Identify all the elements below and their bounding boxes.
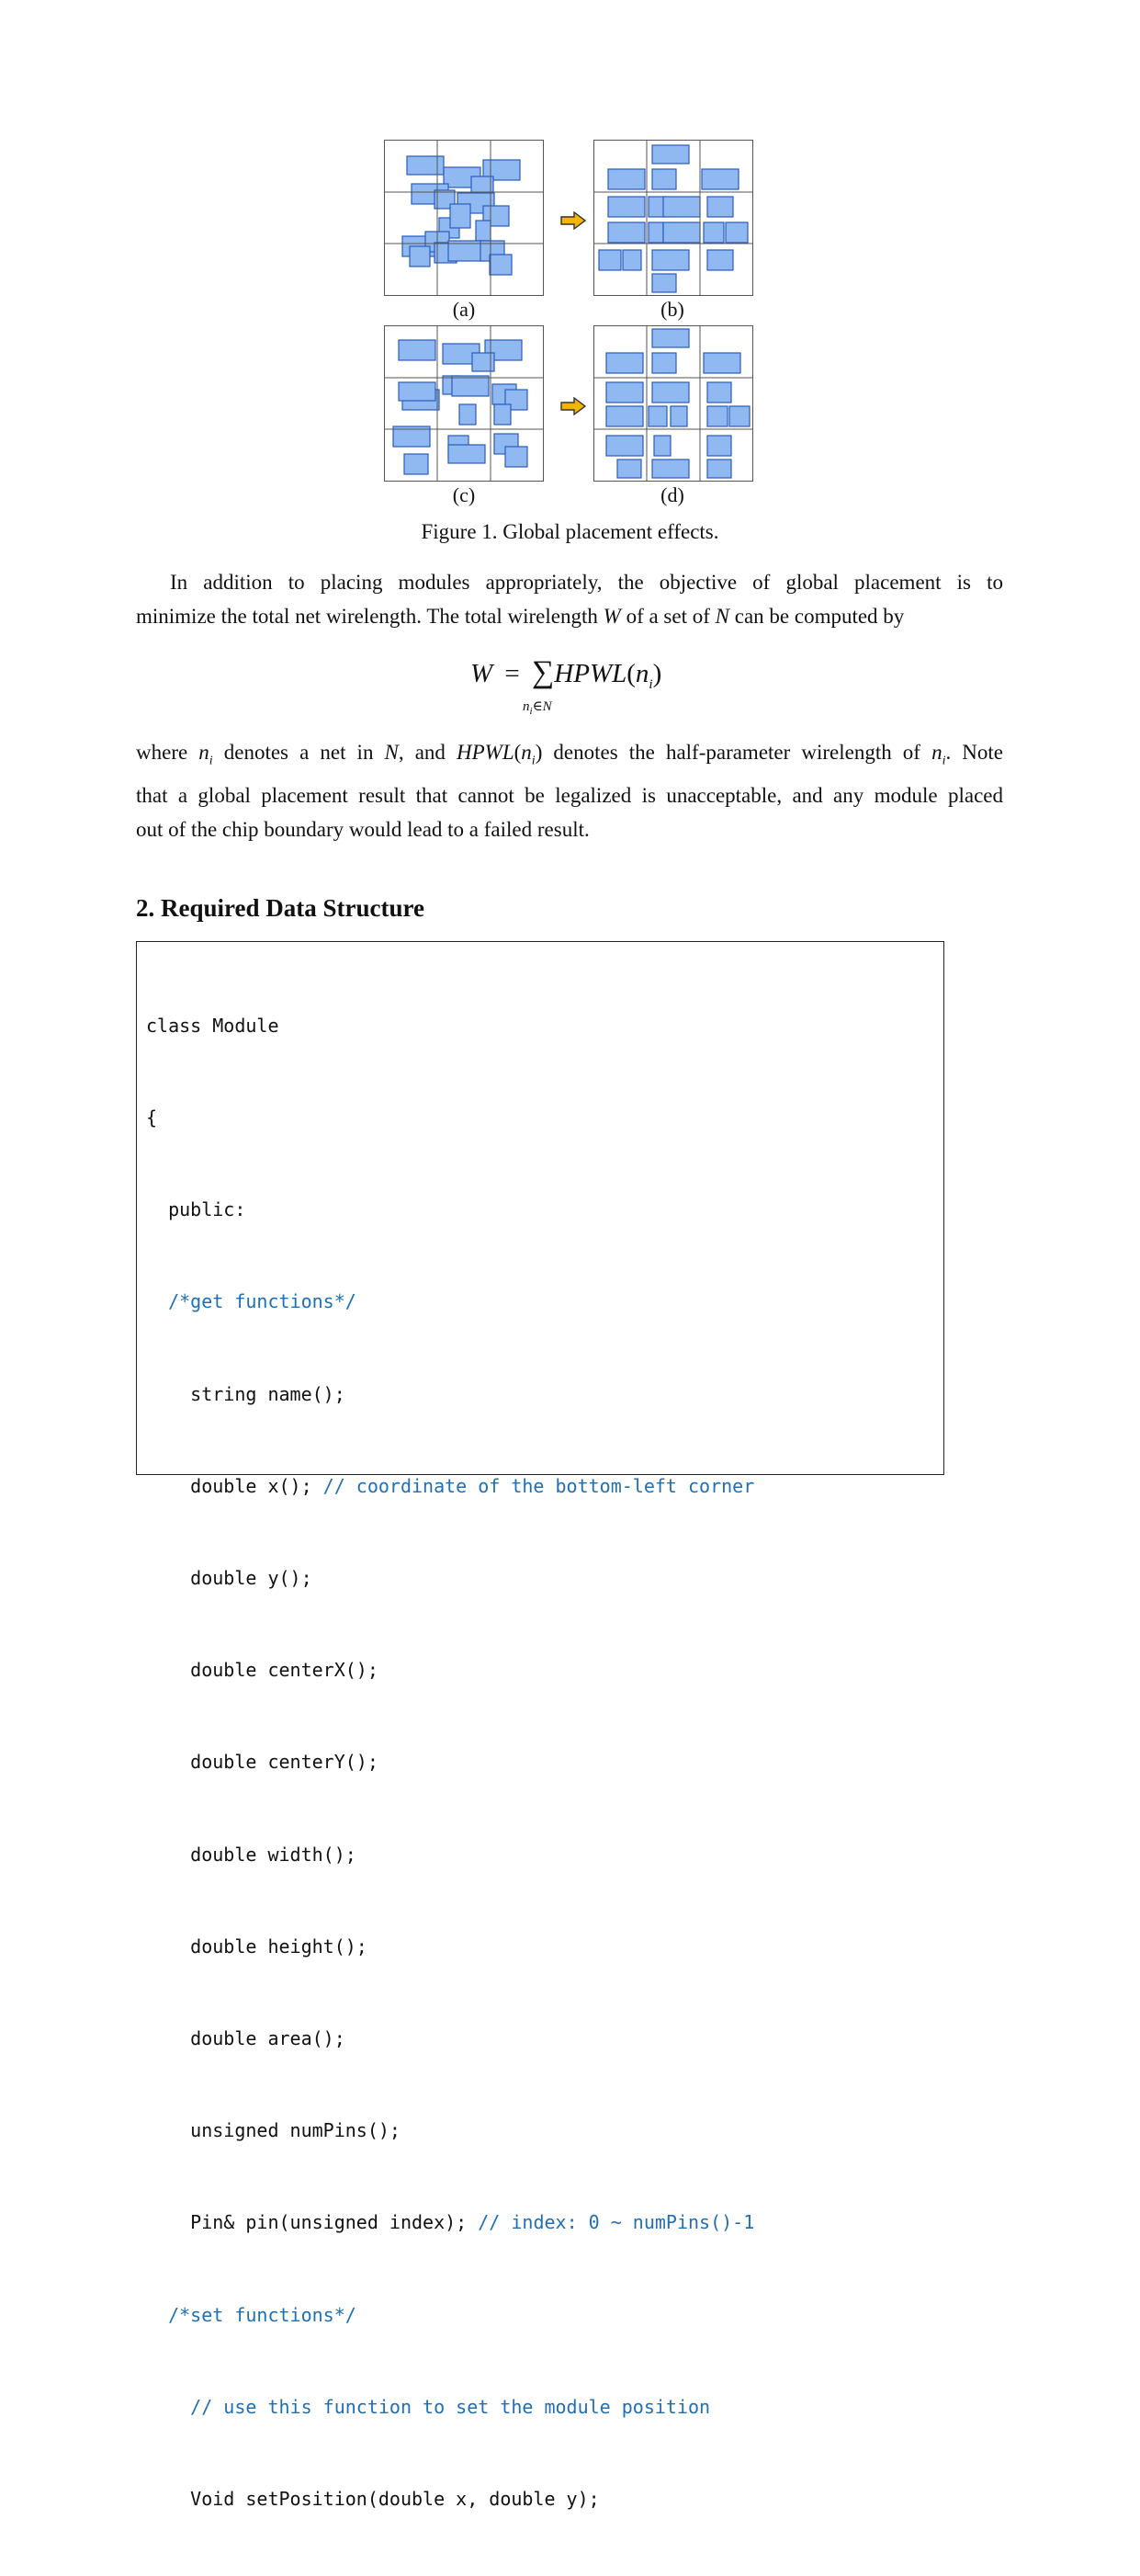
code-comment: // index: 0 ~ numPins()-1 bbox=[478, 2211, 755, 2234]
arrow-right-icon bbox=[560, 211, 586, 230]
code-comment: // coordinate of the bottom-left corner bbox=[322, 1474, 755, 1497]
code-line: Void setPosition(double x, double y); bbox=[146, 2488, 600, 2511]
section-heading: 2. Required Data Structure bbox=[136, 894, 424, 922]
code-line: double width(); bbox=[146, 1843, 356, 1866]
code-line: double y(); bbox=[146, 1567, 312, 1590]
code-comment-line: // use this function to set the module p… bbox=[146, 2395, 711, 2418]
code-line: double centerY(); bbox=[146, 1751, 378, 1774]
code-line: double area(); bbox=[146, 2027, 345, 2050]
figure-caption: Figure 1. Global placement effects. bbox=[421, 520, 719, 543]
paragraph-line: where ni denotes a net in N, and HPWL(ni… bbox=[136, 741, 1003, 768]
code-line: Pin& pin(unsigned index); // index: 0 ~ … bbox=[146, 2211, 755, 2234]
paragraph-definitions: where ni denotes a net in N, and HPWL(ni… bbox=[136, 735, 1003, 846]
code-line: double x(); // coordinate of the bottom-… bbox=[146, 1474, 755, 1497]
code-line: { bbox=[146, 1106, 158, 1129]
panel-d bbox=[593, 325, 753, 482]
arrow-right-icon bbox=[560, 397, 586, 415]
paragraph-line: out of the chip boundary would lead to a… bbox=[136, 817, 590, 841]
wirelength-formula: W = ∑HPWL(ni) ni∈N bbox=[470, 655, 662, 717]
paragraph-intro: In addition to placing modules appropria… bbox=[136, 565, 1003, 633]
code-block: class Module { public: /*get functions*/… bbox=[136, 941, 944, 2510]
paragraph-line: In addition to placing modules appropria… bbox=[170, 571, 1003, 594]
code-line: string name(); bbox=[146, 1382, 345, 1405]
paragraph-line: minimize the total net wirelength. The t… bbox=[136, 605, 905, 628]
panel-a-label: (a) bbox=[452, 298, 476, 321]
code-line: unsigned numPins(); bbox=[146, 2119, 401, 2142]
panel-b bbox=[593, 140, 753, 296]
panel-a bbox=[384, 140, 544, 296]
panel-b-label: (b) bbox=[660, 298, 684, 321]
code-line: public: bbox=[146, 1198, 246, 1221]
paragraph-line: that a global placement result that cann… bbox=[136, 783, 1003, 807]
code-comment-line: /*set functions*/ bbox=[146, 2303, 356, 2326]
panel-d-label: (d) bbox=[660, 483, 684, 506]
code-line: double centerX(); bbox=[146, 1659, 378, 1682]
code-comment-line: /*get functions*/ bbox=[146, 1290, 356, 1313]
code-line: double height(); bbox=[146, 1935, 367, 1958]
code-line: class Module bbox=[146, 1014, 279, 1037]
panel-c bbox=[384, 325, 544, 482]
panel-c-label: (c) bbox=[452, 483, 476, 506]
